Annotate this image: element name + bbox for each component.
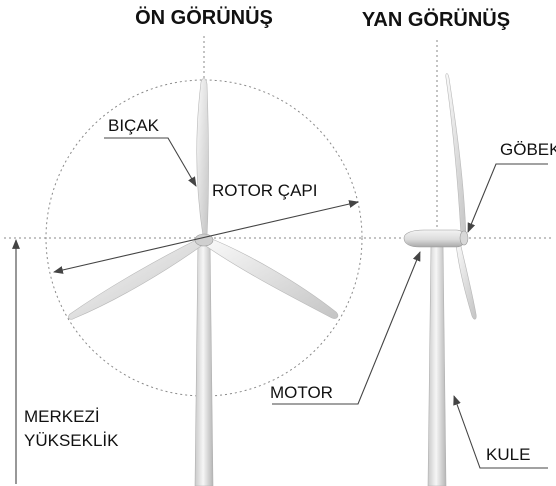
side-nacelle	[403, 229, 466, 248]
side-tower	[427, 243, 447, 486]
front-blade-up	[196, 78, 209, 237]
front-blade-lower-left	[68, 237, 205, 320]
side-view-heading: YAN GÖRÜNÜŞ	[362, 8, 510, 31]
hub-pointer	[467, 163, 548, 233]
side-blade-up	[445, 73, 467, 237]
tower-label: KULE	[486, 445, 530, 464]
rotor-diameter-arrow	[53, 200, 359, 274]
blade-label: BIÇAK	[108, 116, 160, 135]
side-blade-down	[455, 241, 477, 320]
tower-pointer	[453, 395, 548, 469]
rotor-sweep-circle	[45, 79, 363, 397]
blade-pointer	[104, 137, 197, 187]
front-view-heading: ÖN GÖRÜNÜŞ	[135, 6, 273, 29]
hub-height-label-line2: YÜKSEKLİK	[24, 431, 119, 450]
hub-label: GÖBEK	[500, 140, 556, 159]
motor-label: MOTOR	[270, 383, 333, 402]
hub-height-label-line1: MERKEZİ	[24, 407, 100, 426]
front-tower	[194, 239, 214, 486]
rotor-diameter-label: ROTOR ÇAPI	[212, 181, 317, 200]
front-blade-lower-right	[202, 236, 339, 319]
pointer-lines	[12, 137, 548, 484]
side-turbine	[403, 73, 477, 486]
front-turbine	[68, 78, 339, 486]
side-hub	[459, 230, 469, 246]
motor-pointer	[272, 251, 421, 405]
